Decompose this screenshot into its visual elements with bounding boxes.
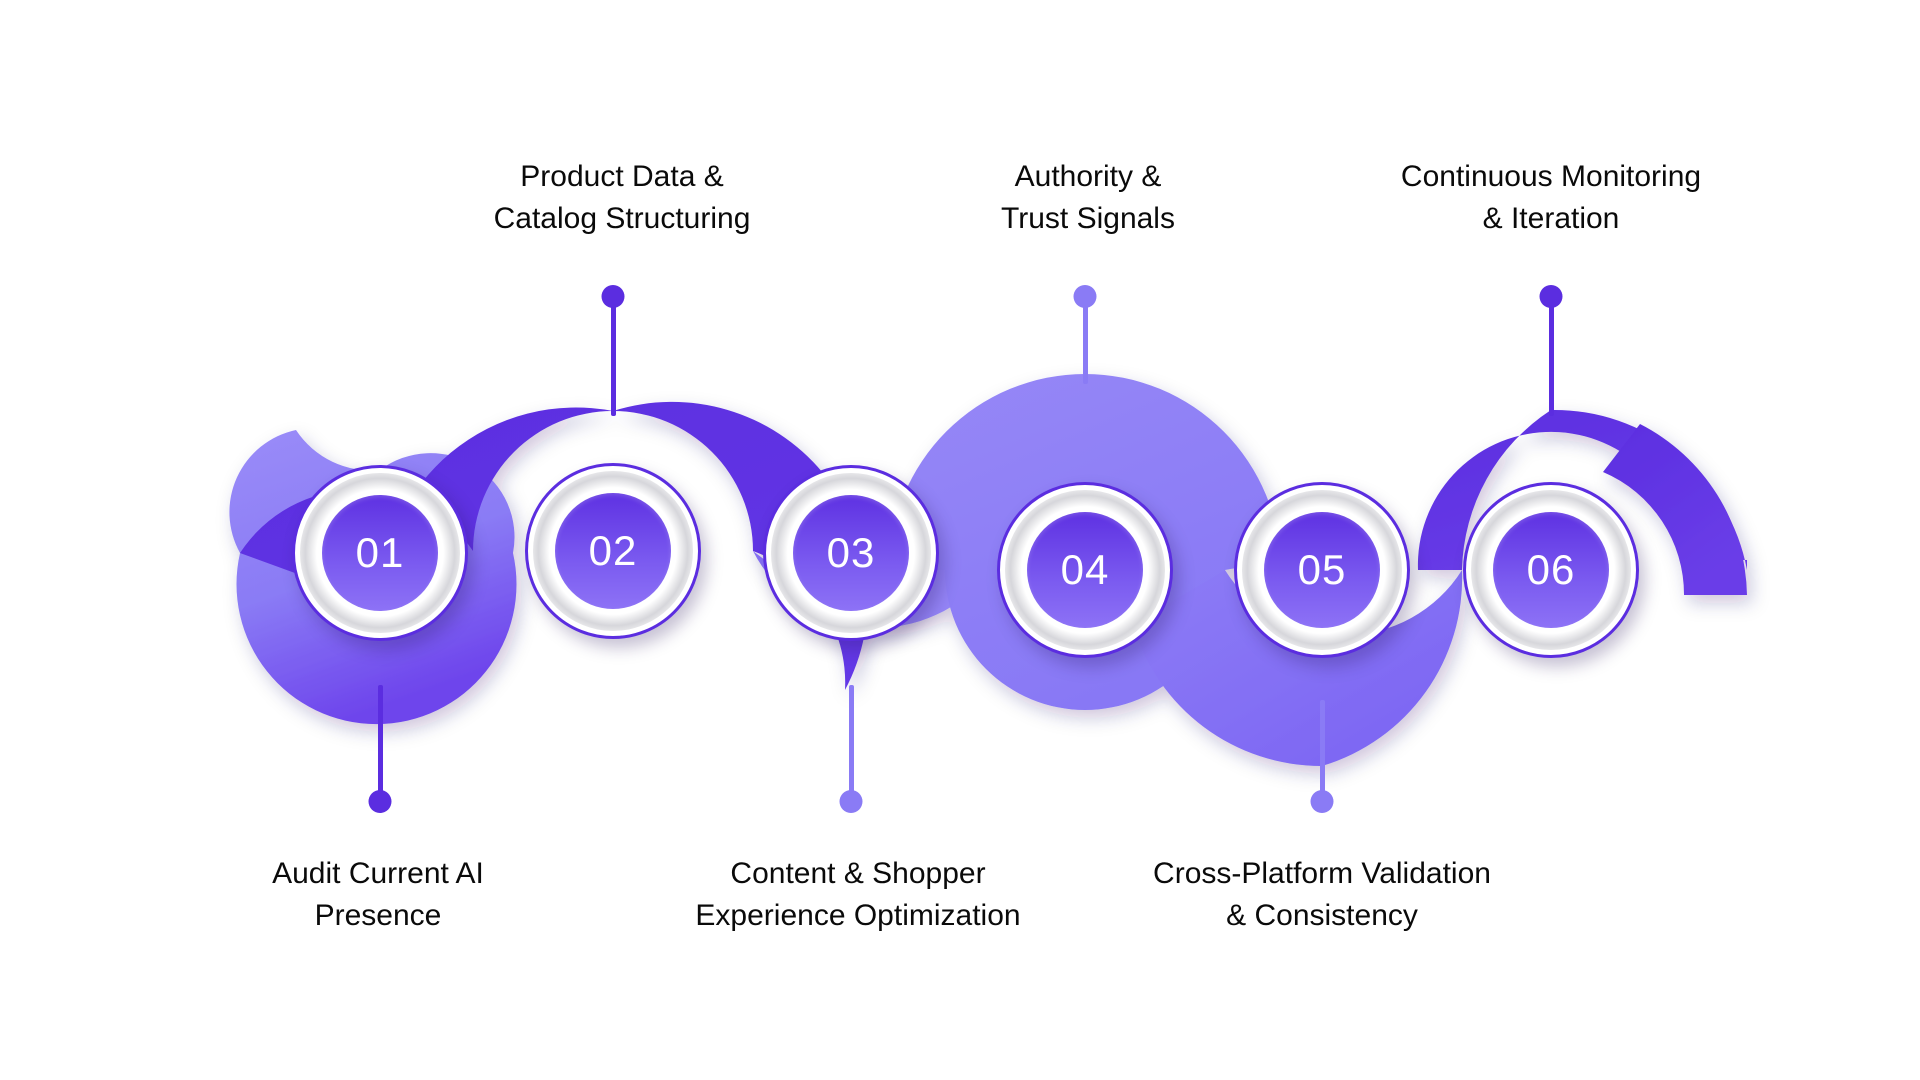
connector-stem-05	[1320, 700, 1325, 795]
step-label-05-line-1: Cross-Platform Validation	[1153, 857, 1491, 890]
connector-dot-02	[601, 285, 625, 308]
step-badge-05[interactable]: 05	[1234, 482, 1410, 658]
step-number-04: 04	[1060, 546, 1110, 593]
step-badge-03[interactable]: 03	[763, 465, 939, 641]
connector-stem-01	[378, 685, 383, 795]
connector-stem-02	[611, 296, 616, 416]
connector-dot-05	[1310, 790, 1334, 813]
step-label-05: Cross-Platform Validation & Consistency	[1153, 853, 1491, 937]
connector-dot-06	[1539, 285, 1563, 308]
step-label-04-line-1: Authority &	[1014, 160, 1162, 193]
badge-disc-01: 01	[322, 495, 438, 611]
step-label-01: Audit Current AI Presence	[272, 853, 484, 937]
step-badge-04[interactable]: 04	[997, 482, 1173, 658]
ribbon-segment-05	[1133, 570, 1463, 767]
step-number-01: 01	[355, 529, 405, 576]
step-label-02-line-1: Product Data &	[520, 160, 724, 193]
badge-disc-02: 02	[555, 493, 671, 609]
step-label-05-line-2: & Consistency	[1226, 899, 1418, 932]
badge-disc-03: 03	[793, 495, 909, 611]
badge-disc-05: 05	[1264, 512, 1380, 628]
connector-stem-06	[1549, 296, 1554, 416]
ribbon-right-cap	[1603, 424, 1747, 595]
connector-dot-04	[1073, 285, 1097, 308]
step-badge-06[interactable]: 06	[1463, 482, 1639, 658]
step-label-06-line-2: & Iteration	[1482, 202, 1620, 235]
step-label-04: Authority & Trust Signals	[1001, 156, 1175, 240]
step-badge-02[interactable]: 02	[525, 463, 701, 639]
connector-dot-03	[839, 790, 863, 813]
step-number-02: 02	[588, 527, 638, 574]
step-label-06-line-1: Continuous Monitoring	[1400, 160, 1702, 193]
step-label-01-line-2: Presence	[314, 899, 442, 932]
step-label-03-line-2: Experience Optimization	[695, 899, 1021, 932]
step-number-06: 06	[1526, 546, 1576, 593]
connector-stem-03	[849, 685, 854, 795]
step-badge-01[interactable]: 01	[292, 465, 468, 641]
step-label-02-line-2: Catalog Structuring	[493, 202, 751, 235]
badge-disc-04: 04	[1027, 512, 1143, 628]
step-label-03-line-1: Content & Shopper	[730, 857, 986, 890]
step-number-03: 03	[826, 529, 876, 576]
step-label-04-line-2: Trust Signals	[1001, 202, 1175, 235]
step-number-05: 05	[1297, 546, 1347, 593]
connector-stem-04	[1083, 296, 1088, 384]
badge-disc-06: 06	[1493, 512, 1609, 628]
step-label-03: Content & Shopper Experience Optimizatio…	[695, 853, 1020, 937]
connector-dot-01	[368, 790, 392, 813]
step-label-06: Continuous Monitoring & Iteration	[1401, 156, 1701, 240]
step-label-02: Product Data & Catalog Structuring	[494, 156, 751, 240]
step-label-01-line-1: Audit Current AI	[272, 857, 484, 890]
